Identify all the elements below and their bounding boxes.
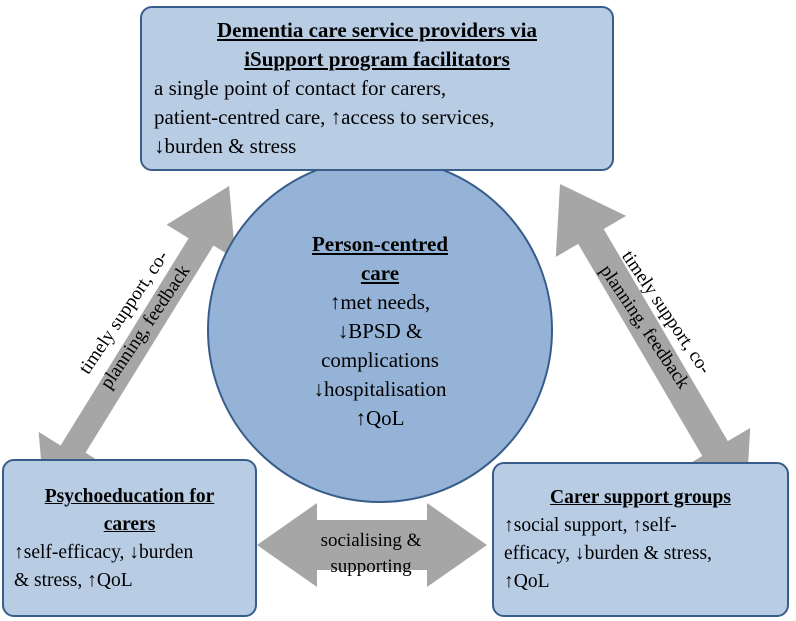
right-box-title-line: Carer support groups	[550, 487, 731, 508]
center-body-line: ↓hospitalisation	[313, 377, 447, 401]
bottom-arrow-label-line: socialising &	[320, 530, 422, 551]
left-box-title-line: carers	[103, 514, 156, 535]
bottom-arrow-label: socialising & supporting	[290, 528, 452, 580]
bottom-double-arrow	[257, 503, 487, 587]
center-body: ↑met needs, ↓BPSD & complications ↓hospi…	[270, 288, 490, 433]
top-box-body-line: ↓burden & stress	[154, 134, 297, 158]
center-body-line: complications	[321, 348, 439, 372]
right-box-body-line: ↑social support, ↑self-	[504, 515, 677, 536]
top-box-title: Dementia care service providers via iSup…	[154, 16, 600, 74]
top-box-title-line: Dementia care service providers via	[217, 18, 537, 42]
top-box-title-line: iSupport program facilitators	[244, 47, 510, 71]
right-double-arrow	[555, 184, 751, 501]
left-box-title: Psychoeducation for carers	[14, 483, 245, 539]
top-box-body: a single point of contact for carers, pa…	[154, 74, 600, 161]
right-box-title: Carer support groups	[504, 484, 777, 512]
left-double-arrow	[38, 186, 236, 505]
right-box-body-line: efficacy, ↓burden & stress,	[504, 543, 712, 564]
center-title-line: care	[360, 261, 400, 285]
center-title: Person-centred care	[270, 230, 490, 288]
center-title-line: Person-centred	[311, 232, 449, 256]
psychoeducation-box: Psychoeducation for carers ↑self-efficac…	[2, 459, 257, 617]
center-body-line: ↑QoL	[355, 406, 405, 430]
right-box-body: ↑social support, ↑self- efficacy, ↓burde…	[504, 512, 777, 596]
carer-support-groups-box: Carer support groups ↑social support, ↑s…	[492, 462, 789, 617]
top-box-body-line: patient-centred care, ↑access to service…	[154, 105, 495, 129]
left-box-body: ↑self-efficacy, ↓burden & stress, ↑QoL	[14, 539, 245, 595]
center-body-line: ↓BPSD &	[337, 319, 423, 343]
left-box-title-line: Psychoeducation for	[44, 486, 215, 507]
bottom-arrow-label-line: supporting	[330, 556, 412, 577]
top-box-body-line: a single point of contact for carers,	[154, 76, 447, 100]
left-box-body-line: ↑self-efficacy, ↓burden	[14, 542, 194, 563]
center-body-line: ↑met needs,	[329, 290, 431, 314]
right-box-body-line: ↑QoL	[504, 571, 550, 592]
dementia-care-providers-box: Dementia care service providers via iSup…	[140, 6, 614, 171]
left-box-body-line: & stress, ↑QoL	[14, 570, 133, 591]
person-centred-care-text: Person-centred care ↑met needs, ↓BPSD & …	[270, 230, 490, 433]
